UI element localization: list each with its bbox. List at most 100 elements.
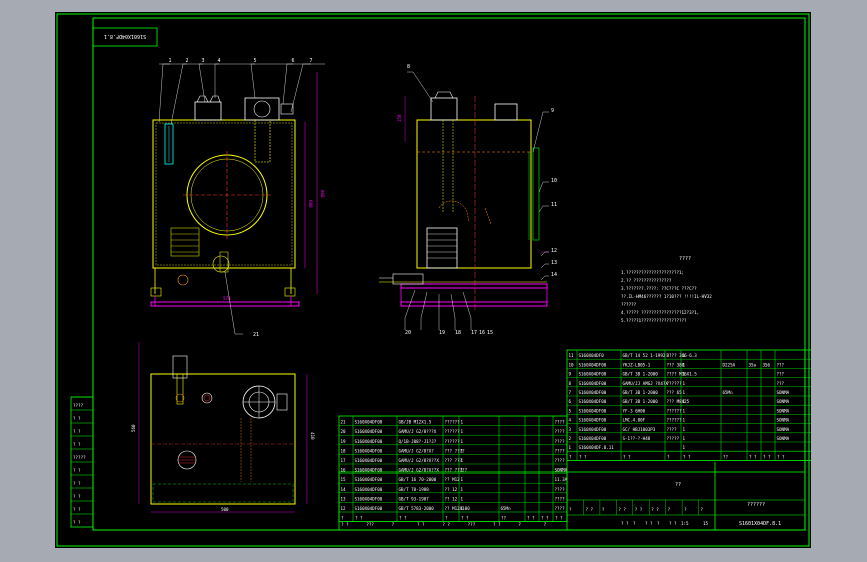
bom-cell: 356 xyxy=(763,362,771,367)
bom-cell: ??? ???? xyxy=(445,448,466,453)
bom-header-cell: ? ? xyxy=(683,454,691,459)
note-line: 1.?????????????????????1; xyxy=(621,270,684,275)
bom-cell: SONMA xyxy=(555,468,568,473)
front-inner-dim: 600 xyxy=(308,200,313,208)
left-strip-label: ? ? xyxy=(73,494,81,499)
note-line: 5.?????1?????????????????? xyxy=(621,318,687,323)
bom-cell: S160X04DF00 xyxy=(579,372,607,377)
bom-cell: GB/T 93-1987 xyxy=(399,496,430,501)
bom-cell: 11.3A xyxy=(555,477,568,482)
bom-cell: ?? 12 xyxy=(445,496,458,501)
top-width-dim: 500 xyxy=(221,507,229,512)
note-line: ??.IL-HM46?????? 1?10??? !!!!IL-HV32 xyxy=(621,294,712,299)
balloon-17: 17 xyxy=(471,330,477,336)
bom-cell: ???? xyxy=(555,448,566,453)
bom-cell: S160X04DF00 xyxy=(579,408,607,413)
bom-header-cell: ? ? xyxy=(541,516,549,521)
bom-header-cell: ? xyxy=(667,454,670,459)
bom-cell: 35a xyxy=(749,362,757,367)
bom-cell: ?????? xyxy=(667,418,683,423)
top-inner-dim: 410 xyxy=(310,432,315,440)
bom-cell: S160X04DF00 xyxy=(579,390,607,395)
bom-cell: GC/ HBJ1003P3 xyxy=(623,427,656,432)
title-row1-cell: ? xyxy=(602,507,605,512)
left-strip-label: ???? xyxy=(73,403,84,408)
bom-cell: 1 xyxy=(683,353,686,358)
left-strip-label: ? ? xyxy=(73,507,81,512)
left-strip-label: ????? xyxy=(73,455,86,460)
bom-cell: ??? 380 xyxy=(667,362,685,367)
bom-cell: LMC.4.00F xyxy=(623,418,646,423)
bom-cell: S160X04DF00 xyxy=(355,429,383,434)
side-tank-body xyxy=(416,119,532,269)
bom-cell: 2 xyxy=(569,436,572,441)
title-row2-cell: ? xyxy=(518,522,521,527)
bom-cell: ??? M8X25 xyxy=(667,399,690,404)
front-height-dim: 860 xyxy=(320,190,325,198)
bom-cell: ???? xyxy=(667,427,678,432)
bom-cell: 5 xyxy=(569,408,572,413)
bom-cell: GB/T 16 70-2000 xyxy=(399,477,437,482)
bom-cell: 1 xyxy=(461,429,464,434)
balloon-21: 21 xyxy=(253,332,259,338)
bom-cell: S160X04DF00 xyxy=(579,418,607,423)
bom-cell: SONMA xyxy=(777,408,790,413)
bom-cell: SONMA xyxy=(777,390,790,395)
bom-cell: 12 xyxy=(341,506,347,511)
bom-cell: 1 xyxy=(683,427,686,432)
title-row2-cell: ? ? xyxy=(417,522,425,527)
bom-cell: ?????? xyxy=(445,439,461,444)
bom-header-cell: ? ? xyxy=(763,454,771,459)
side-base-skid xyxy=(400,301,548,307)
bom-cell: ???? xyxy=(555,420,566,425)
bom-cell: ???? M16X1.5 xyxy=(667,372,698,377)
note-line: 4.????? ????????????????12?3?1, xyxy=(621,310,699,315)
bom-cell: ?????? xyxy=(445,420,461,425)
left-strip-label: ? ? xyxy=(73,520,81,525)
bom-cell: 1 xyxy=(461,496,464,501)
bom-cell: 1 xyxy=(461,448,464,453)
bom-cell: ?? 12 xyxy=(445,487,458,492)
bom-cell: GB/T 14 52 1-1992 xyxy=(623,353,666,358)
bom-cell: 11 xyxy=(569,353,575,358)
bom-cell: 65Mn xyxy=(501,506,512,511)
bom-cell: 1 xyxy=(683,372,686,377)
title-row2-cell: ? xyxy=(392,522,395,527)
top-depth-dim: 560 xyxy=(131,424,136,432)
bom-cell: S-1??-?-H48 xyxy=(623,436,651,441)
bom-cell: S160X04DF00 xyxy=(355,439,383,444)
bom-cell: ???? xyxy=(555,487,566,492)
title-row1-cell: ? xyxy=(668,507,671,512)
balloon-5: 5 xyxy=(253,58,256,64)
top-tank-body xyxy=(150,373,296,505)
balloon-9: 9 xyxy=(551,108,554,114)
title-sheet-a: 1:5 xyxy=(681,521,689,526)
top-view: 560 410 500 xyxy=(131,342,315,513)
bom-cell: S160X04DF00 xyxy=(355,487,383,492)
bom-cell: GB/JB M12X1.5 xyxy=(399,420,432,425)
bom-cell: SONMA xyxy=(777,399,790,404)
side-view: 150 xyxy=(379,71,549,330)
front-tank-body xyxy=(152,119,296,269)
bom-cell: ???? xyxy=(555,458,566,463)
bom-header-cell: ?? xyxy=(723,454,729,459)
balloon-14: 14 xyxy=(551,272,557,278)
technical-notes: ???? 1.?????????????????????1;2.?? ?????… xyxy=(621,256,712,323)
title-row2-cell: ? ? xyxy=(442,522,450,527)
title-row2-cell: ? xyxy=(544,522,547,527)
bom-cell: D225A xyxy=(723,362,736,367)
bom-cell: ??? ??? xyxy=(445,458,463,463)
bom-cell: ??? xyxy=(777,381,785,386)
bom-header-cell: ? ? xyxy=(777,454,785,459)
bom-cell: GAMU/J G2/8???X xyxy=(399,429,437,434)
bom-cell: S160X04DF0 xyxy=(579,353,605,358)
balloon-3: 3 xyxy=(201,58,204,64)
bom-cell: 1 xyxy=(683,445,686,450)
front-base-skid xyxy=(150,301,300,307)
title-block-name: ?????? xyxy=(747,502,765,508)
balloon-18: 18 xyxy=(455,330,461,336)
bom-header-cell: ? ? xyxy=(555,516,563,521)
balloon-6: 6 xyxy=(291,58,294,64)
